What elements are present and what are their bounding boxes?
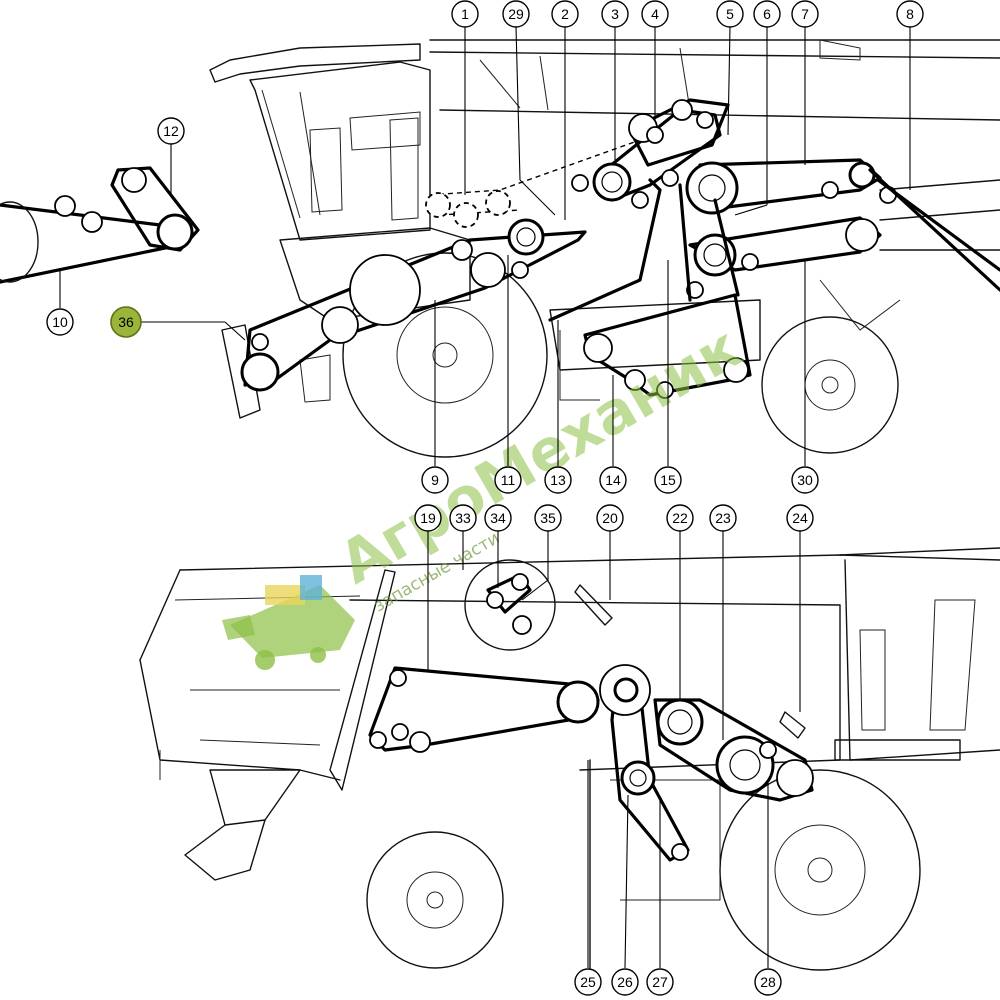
callout-35: 35 (534, 504, 562, 532)
svg-text:12: 12 (163, 123, 179, 139)
svg-text:29: 29 (508, 6, 524, 22)
callout-6: 6 (753, 0, 781, 28)
svg-text:28: 28 (760, 974, 776, 990)
svg-text:22: 22 (672, 510, 688, 526)
svg-text:19: 19 (420, 510, 436, 526)
svg-text:5: 5 (726, 6, 734, 22)
svg-text:10: 10 (52, 314, 68, 330)
callout-11: 11 (494, 466, 522, 494)
svg-text:7: 7 (801, 6, 809, 22)
callout-7: 7 (791, 0, 819, 28)
svg-text:11: 11 (501, 472, 516, 488)
svg-text:35: 35 (540, 510, 556, 526)
svg-text:3: 3 (611, 6, 619, 22)
svg-text:15: 15 (660, 472, 676, 488)
callout-3: 3 (601, 0, 629, 28)
svg-text:13: 13 (550, 472, 566, 488)
upper-combine-outline (209, 39, 1000, 458)
callout-5: 5 (716, 0, 744, 28)
svg-text:36: 36 (118, 314, 134, 330)
svg-text:1: 1 (461, 6, 469, 22)
svg-text:6: 6 (763, 6, 771, 22)
callout-9: 9 (421, 466, 449, 494)
callout-23: 23 (709, 504, 737, 532)
callout-10: 10 (46, 308, 74, 336)
callout-15: 15 (654, 466, 682, 494)
callout-4: 4 (641, 0, 669, 28)
lower-belt-system (368, 559, 814, 862)
callout-33: 33 (449, 504, 477, 532)
callout-30: 30 (791, 466, 819, 494)
callout-29: 29 (502, 0, 530, 28)
svg-text:30: 30 (797, 472, 813, 488)
svg-text:33: 33 (455, 510, 471, 526)
callout-8: 8 (896, 0, 924, 28)
watermark-brand: АгроМеханик (328, 313, 752, 597)
callout-24: 24 (786, 504, 814, 532)
svg-text:14: 14 (605, 472, 621, 488)
svg-text:8: 8 (906, 6, 914, 22)
callout-2: 2 (551, 0, 579, 28)
svg-text:20: 20 (602, 510, 618, 526)
svg-text:34: 34 (490, 510, 506, 526)
callout-27: 27 (646, 968, 674, 996)
callout-34: 34 (484, 504, 512, 532)
svg-text:24: 24 (792, 510, 808, 526)
callout-1: 1 (451, 0, 479, 28)
callout-19: 19 (414, 504, 442, 532)
callout-28: 28 (754, 968, 782, 996)
callout-12: 12 (157, 117, 185, 145)
leader-lines (59, 26, 911, 969)
callout-36: 36 (110, 306, 142, 338)
svg-text:2: 2 (561, 6, 569, 22)
callout-26: 26 (611, 968, 639, 996)
svg-text:9: 9 (431, 472, 439, 488)
svg-text:23: 23 (715, 510, 731, 526)
callouts: 1 29 2 3 4 5 6 7 8 12 10 36 9 11 13 14 1… (46, 0, 924, 996)
callout-22: 22 (666, 504, 694, 532)
callout-13: 13 (544, 466, 572, 494)
callout-25: 25 (574, 968, 602, 996)
svg-text:27: 27 (652, 974, 668, 990)
svg-text:25: 25 (580, 974, 596, 990)
callout-20: 20 (596, 504, 624, 532)
callout-14: 14 (599, 466, 627, 494)
svg-text:4: 4 (651, 6, 659, 22)
upper-belt-system (0, 98, 1000, 399)
lower-combine-outline (139, 547, 1000, 991)
svg-text:26: 26 (617, 974, 633, 990)
combine-harvester-icon (222, 575, 355, 670)
